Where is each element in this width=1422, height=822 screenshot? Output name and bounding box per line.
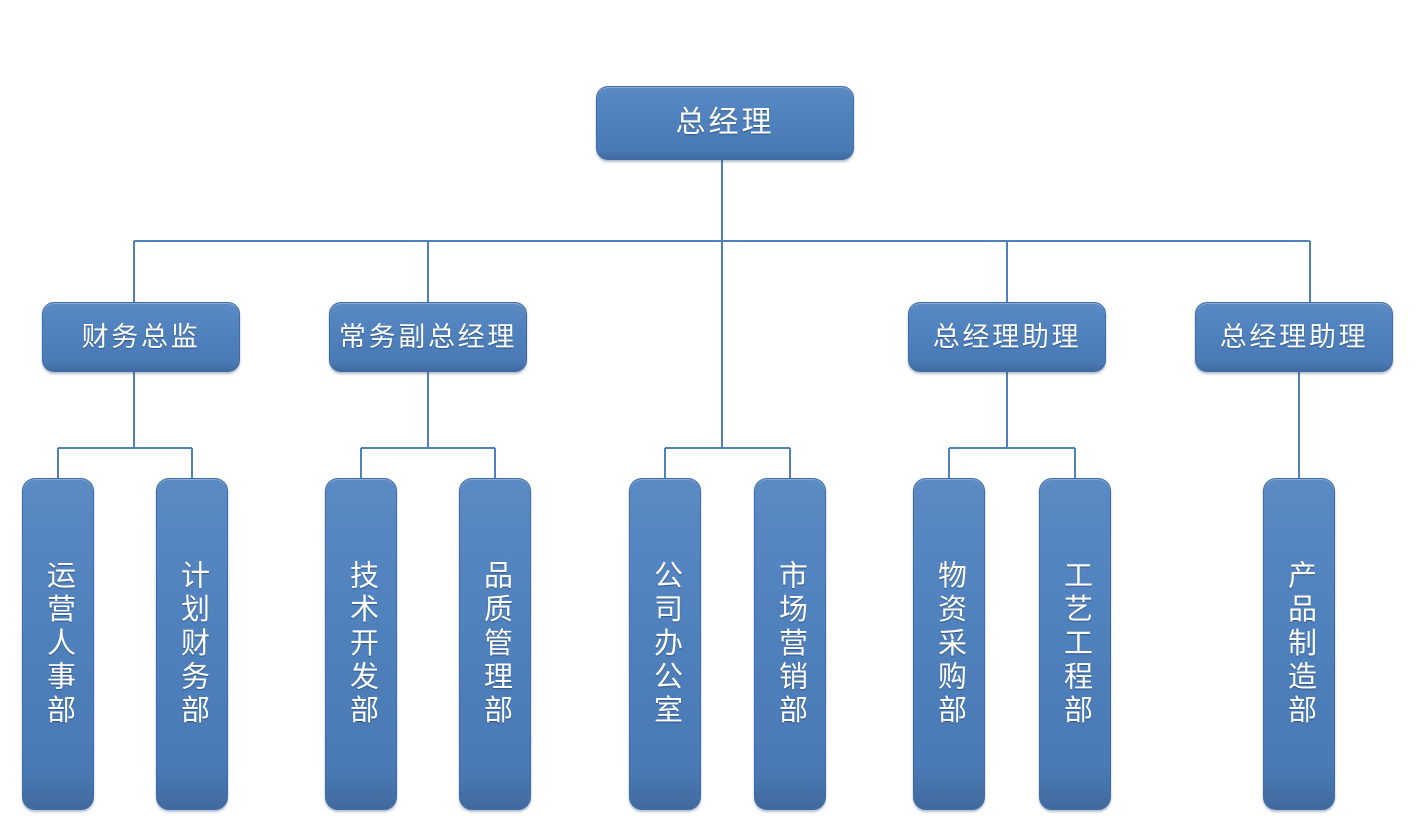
- node-process-engineering-department[interactable]: 工艺工程部: [1039, 478, 1111, 810]
- node-marketing-department[interactable]: 市场营销部: [754, 478, 826, 810]
- node-company-office[interactable]: 公司办公室: [629, 478, 701, 810]
- node-product-manufacturing-department[interactable]: 产品制造部: [1263, 478, 1335, 810]
- node-label: 总经理: [675, 106, 775, 140]
- node-label: 财务总监: [81, 321, 201, 352]
- node-executive-deputy-general-manager[interactable]: 常务副总经理: [329, 302, 527, 372]
- node-label: 运营人事部: [42, 559, 75, 729]
- node-label: 品质管理部: [479, 559, 512, 729]
- node-label: 技术开发部: [345, 559, 378, 729]
- node-root-general-manager[interactable]: 总经理: [596, 86, 854, 160]
- node-cfo[interactable]: 财务总监: [42, 302, 240, 372]
- node-label: 总经理助理: [932, 321, 1082, 352]
- node-label: 工艺工程部: [1059, 559, 1092, 729]
- node-label: 物资采购部: [933, 559, 966, 729]
- node-label: 常务副总经理: [338, 321, 518, 352]
- node-label: 总经理助理: [1219, 321, 1369, 352]
- node-label: 计划财务部: [176, 559, 209, 729]
- node-quality-management-department[interactable]: 品质管理部: [459, 478, 531, 810]
- node-operations-hr-department[interactable]: 运营人事部: [22, 478, 94, 810]
- node-materials-purchasing-department[interactable]: 物资采购部: [913, 478, 985, 810]
- node-technology-development-department[interactable]: 技术开发部: [325, 478, 397, 810]
- node-label: 市场营销部: [774, 559, 807, 729]
- node-general-manager-assistant-1[interactable]: 总经理助理: [908, 302, 1106, 372]
- node-label: 产品制造部: [1283, 559, 1316, 729]
- node-general-manager-assistant-2[interactable]: 总经理助理: [1195, 302, 1393, 372]
- node-label: 公司办公室: [649, 559, 682, 729]
- node-planning-finance-department[interactable]: 计划财务部: [156, 478, 228, 810]
